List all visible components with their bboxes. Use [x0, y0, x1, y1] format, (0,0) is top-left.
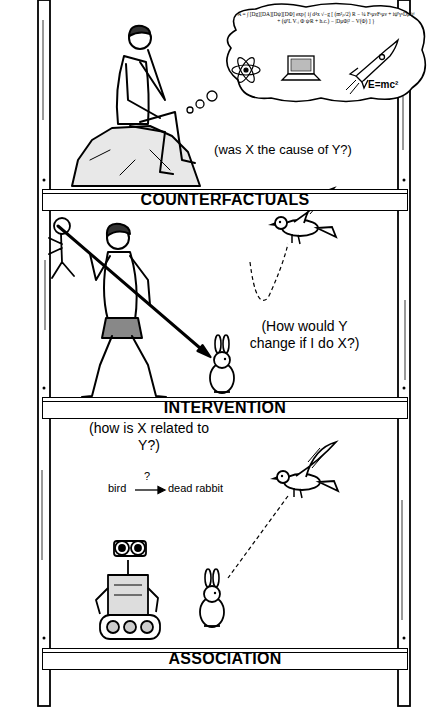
relation-term: dead rabbit — [168, 482, 223, 495]
laptop-icon-part — [282, 74, 320, 80]
atom-icon-part — [235, 55, 258, 84]
question-text: (was X the cause of Y?) — [208, 142, 358, 158]
illustration-part — [270, 442, 338, 498]
rocket-icon-part — [350, 68, 368, 88]
laptop-icon-part — [288, 56, 314, 74]
hunter-figure — [58, 224, 211, 397]
rocket-icon-part — [380, 55, 385, 60]
relation-arrow — [135, 487, 165, 494]
robot-figure-part — [108, 575, 148, 615]
thinker-figure — [72, 26, 200, 186]
thinker-figure-part — [90, 150, 170, 175]
ladder-rails-part — [398, 0, 410, 706]
thought-dots — [187, 91, 217, 113]
hunter-figure-part — [82, 336, 166, 397]
ladder-rails-part — [42, 20, 405, 620]
thought-dots-part — [187, 107, 193, 113]
thought-cloud-part — [227, 4, 426, 102]
robot-figure-part — [114, 585, 142, 595]
robot-figure-part — [115, 541, 129, 555]
relation-mark: ? — [144, 470, 150, 483]
association-link — [228, 496, 288, 578]
child-figure — [49, 218, 74, 278]
robot-figure-part — [114, 541, 146, 556]
illustration-part — [210, 335, 234, 393]
ladder-rails — [38, 0, 410, 706]
ladder-rails-part — [403, 387, 406, 390]
question-text: (How would Y change if I do X?) — [242, 318, 367, 352]
atom-icon-part — [244, 68, 248, 72]
question-text: (how is X related to Y?) — [86, 420, 212, 454]
rocket-icon-part — [346, 80, 359, 94]
rocket-icon-part — [356, 40, 398, 82]
robot-figure-part — [124, 621, 136, 633]
hunter-figure-part — [102, 318, 142, 338]
rung-title: ASSOCIATION — [168, 651, 281, 667]
robot-figure-part — [96, 588, 108, 614]
ladder-rails-part — [403, 637, 406, 640]
thought-bubble: A = ∫ [Dg][DA][Dψ][DΦ] exp{ i∫ d⁴x √−g [… — [216, 0, 434, 106]
formula-text: A = ∫ [Dg][DA][Dψ][DΦ] exp{ i∫ d⁴x √−g [… — [236, 11, 416, 26]
robot-figure-part — [141, 621, 153, 633]
rung-title: INTERVENTION — [164, 400, 286, 416]
rung-title: COUNTERFACTUALS — [141, 192, 310, 208]
ladder-rung: ASSOCIATION — [42, 648, 408, 670]
hunter-figure-part — [107, 224, 130, 236]
ladder-rails-part — [43, 387, 46, 390]
atom-icon-part — [235, 55, 258, 84]
robot-figure-part — [148, 588, 158, 612]
laptop-icon-part — [291, 59, 311, 71]
hunter-figure-part — [58, 226, 200, 348]
hunter-figure-part — [90, 254, 150, 305]
thinker-figure-part — [140, 112, 195, 163]
ladder-rails-part — [38, 0, 50, 706]
robot-figure-part — [135, 545, 141, 551]
atom-icon — [232, 55, 260, 84]
robot-figure — [96, 541, 160, 639]
rocket-icon — [346, 40, 398, 94]
ladder-rung: INTERVENTION — [42, 397, 408, 419]
robot-figure-part — [107, 621, 119, 633]
thinker-figure-part — [130, 126, 173, 174]
thinker-figure-part — [129, 26, 150, 36]
hunter-figure-part — [104, 252, 137, 320]
ladder-rung: COUNTERFACTUALS — [42, 189, 408, 211]
relation-term: bird — [108, 482, 126, 495]
laptop-icon — [282, 56, 320, 80]
robot-figure-part — [131, 541, 145, 555]
robot-figure-part — [100, 615, 160, 639]
illustration-part — [200, 569, 224, 627]
relation-arrow-part — [158, 487, 165, 494]
ladder-rails-part — [43, 179, 46, 182]
hunter-figure-part — [197, 345, 210, 357]
relation-arrow-part — [135, 489, 160, 490]
flight-path — [250, 244, 288, 300]
ladder-rails-part — [43, 637, 46, 640]
thinker-figure-part — [140, 50, 165, 100]
thought-dots-part — [196, 100, 204, 108]
equation-text: E=mc² — [368, 79, 398, 90]
robot-figure-part — [119, 545, 125, 551]
atom-icon-part — [232, 65, 260, 75]
child-figure-part — [54, 218, 70, 234]
robot-figure-part — [127, 560, 129, 575]
child-figure-part — [49, 234, 74, 278]
ladder-rails-part — [403, 179, 406, 182]
thought-dots-part — [207, 91, 217, 101]
